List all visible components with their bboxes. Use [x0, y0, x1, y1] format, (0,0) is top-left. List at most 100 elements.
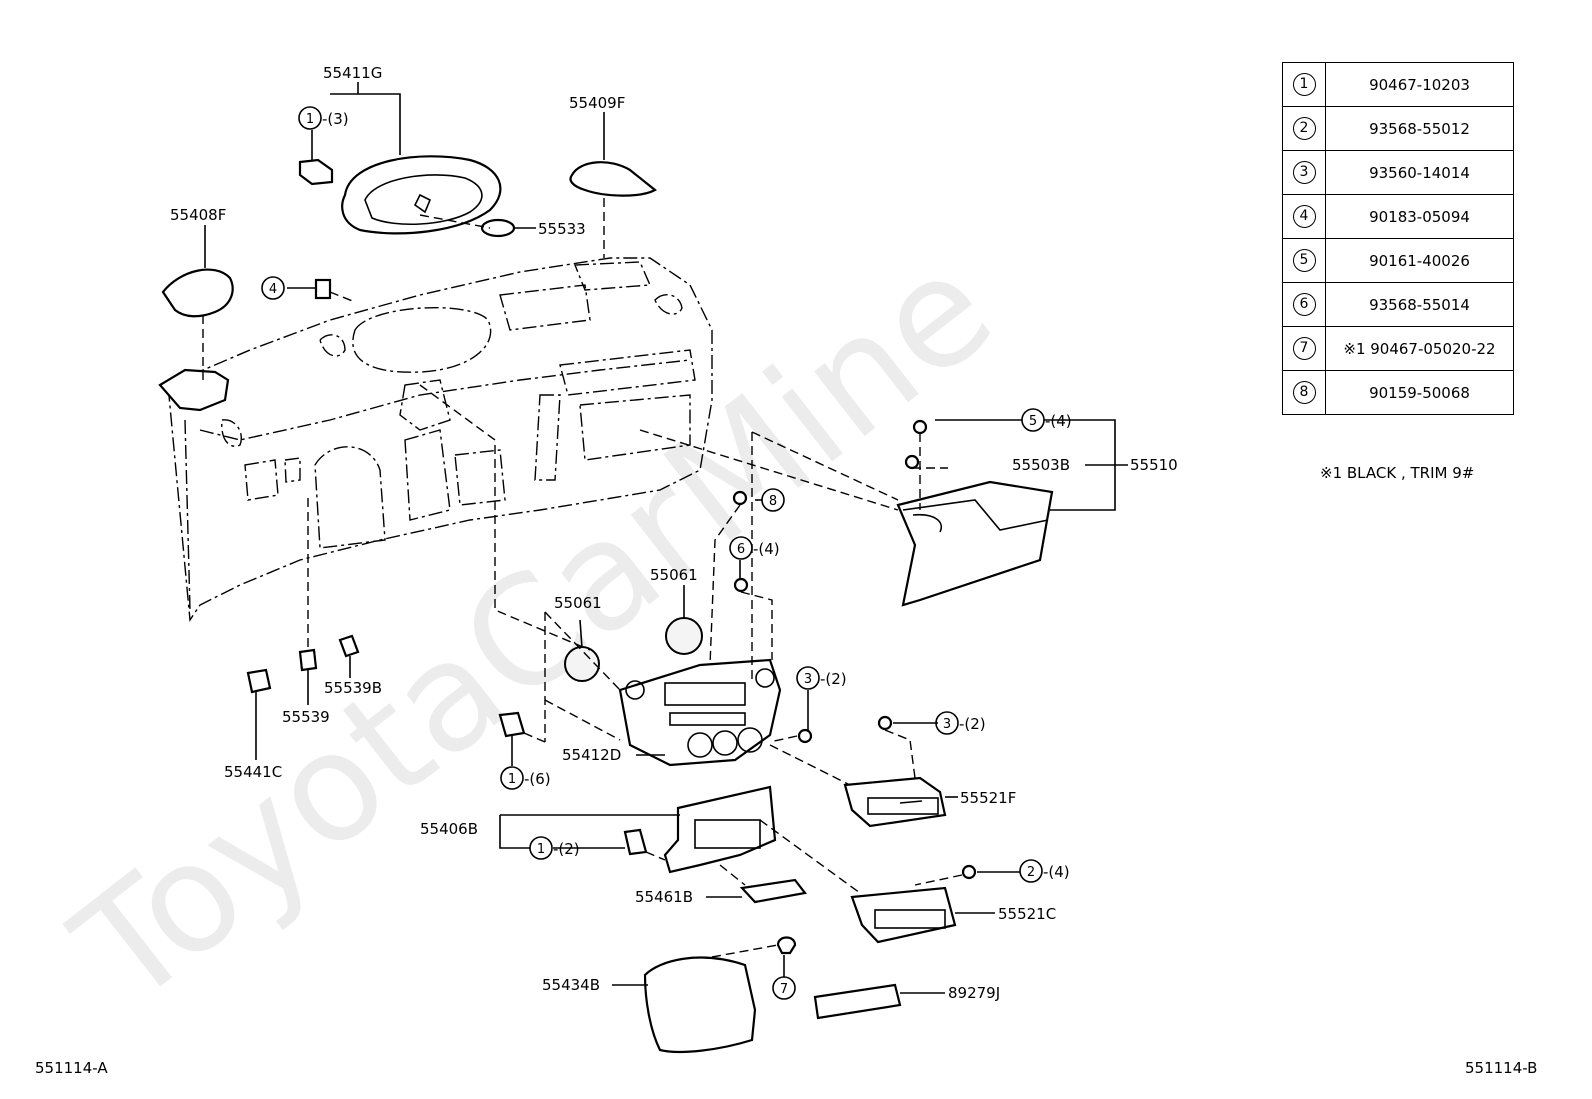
- leader-lines: [202, 82, 1128, 994]
- screw-3a-drawing: [797, 728, 813, 744]
- center-cluster-drawing: [618, 658, 782, 767]
- bezel-55406B-drawing: [623, 785, 777, 874]
- label-55533: 55533: [538, 220, 586, 238]
- legend-circle-number: 3: [1292, 161, 1316, 184]
- callout-1-3: 1 -(3): [298, 106, 349, 130]
- label-89279J: 89279J: [948, 984, 1000, 1002]
- svg-text:1: 1: [537, 842, 545, 857]
- label-55521C: 55521C: [998, 905, 1056, 923]
- label-55441C: 55441C: [224, 763, 282, 781]
- clip-7-drawing: [776, 936, 797, 955]
- part-89279J-drawing: [813, 983, 902, 1020]
- label-55412D: 55412D: [562, 746, 621, 764]
- legend-number-cell: 2: [1282, 106, 1326, 151]
- label-55503B: 55503B: [1012, 456, 1070, 474]
- box-55521F-drawing: [843, 776, 947, 828]
- callout-1-2: 1 -(2): [529, 836, 580, 860]
- svg-text:5: 5: [1029, 414, 1037, 429]
- legend-row: 4 90183-05094: [1282, 194, 1514, 239]
- part-55461B-drawing: [739, 878, 807, 904]
- callout-4: 4: [261, 276, 285, 300]
- legend-part-number: ※1 90467-05020-22: [1325, 326, 1514, 371]
- callout-3-2-lower: 3 -(2): [935, 711, 986, 735]
- switch-55539B-drawing: [338, 634, 360, 658]
- label-55061-lower: 55061: [554, 594, 602, 612]
- legend-circle-number: 2: [1292, 117, 1316, 140]
- vent-55061-b-drawing: [665, 617, 703, 655]
- svg-text:1: 1: [508, 772, 516, 787]
- meter-hood-drawing: [298, 155, 502, 235]
- legend-number-cell: 4: [1282, 194, 1326, 239]
- svg-text:6: 6: [737, 542, 745, 557]
- part-55434B-drawing: [643, 956, 757, 1054]
- screw-2-drawing: [961, 864, 977, 880]
- part-55533-drawing: [480, 218, 516, 238]
- legend-number-cell: 5: [1282, 238, 1326, 283]
- legend-circle-number: 8: [1292, 381, 1316, 404]
- instrument-panel-drawing: [158, 257, 713, 623]
- switch-55539-drawing: [298, 648, 318, 672]
- part-55408F-drawing: [161, 268, 234, 318]
- label-55539B: 55539B: [324, 679, 382, 697]
- svg-text:1: 1: [306, 112, 314, 127]
- legend-number-cell: 8: [1282, 370, 1326, 415]
- label-55409F: 55409F: [569, 94, 625, 112]
- part-55409F-drawing: [569, 161, 657, 197]
- legend-circle-number: 1: [1292, 73, 1316, 96]
- label-55521F: 55521F: [960, 789, 1016, 807]
- clip-4-drawing: [314, 278, 332, 300]
- legend-part-number: 90183-05094: [1325, 194, 1514, 239]
- callout-5-4: 5 -(4): [1021, 408, 1072, 432]
- svg-text:4: 4: [269, 282, 277, 297]
- callout-8: 8: [761, 488, 785, 512]
- label-55434B: 55434B: [542, 976, 600, 994]
- label-55411G: 55411G: [323, 64, 382, 82]
- legend-number-cell: 3: [1282, 150, 1326, 195]
- screw-3b-drawing: [877, 715, 893, 731]
- legend-part-number: 93560-14014: [1325, 150, 1514, 195]
- legend-row: 5 90161-40026: [1282, 238, 1514, 283]
- legend-number-cell: 6: [1282, 282, 1326, 327]
- screw-6-drawing: [733, 577, 749, 593]
- svg-text:-(2): -(2): [820, 670, 847, 688]
- legend-row: 3 93560-14014: [1282, 150, 1514, 195]
- svg-text:7: 7: [780, 982, 788, 997]
- box-55521C-drawing: [850, 886, 957, 944]
- legend-circle-number: 4: [1292, 205, 1316, 228]
- svg-text:-(4): -(4): [753, 540, 780, 558]
- legend-part-number: 93568-55014: [1325, 282, 1514, 327]
- vent-55061-a-drawing: [564, 646, 600, 682]
- svg-text:-(4): -(4): [1045, 412, 1072, 430]
- legend-part-number: 90159-50068: [1325, 370, 1514, 415]
- callout-2-4: 2 -(4): [1019, 859, 1070, 883]
- label-55408F: 55408F: [170, 206, 226, 224]
- legend-row: 7 ※1 90467-05020-22: [1282, 326, 1514, 371]
- svg-text:3: 3: [804, 672, 812, 687]
- legend-number-cell: 7: [1282, 326, 1326, 371]
- svg-text:2: 2: [1027, 865, 1035, 880]
- ref-right: 551114-B: [1465, 1059, 1537, 1077]
- callout-1-6: 1 -(6): [500, 766, 551, 790]
- legend-circle-number: 5: [1292, 249, 1316, 272]
- callout-3-2-upper: 3 -(2): [796, 666, 847, 690]
- glove-box-drawing: [896, 419, 1054, 607]
- svg-text:-(3): -(3): [322, 110, 349, 128]
- svg-text:-(2): -(2): [959, 715, 986, 733]
- legend-part-number: 90161-40026: [1325, 238, 1514, 283]
- svg-text:-(2): -(2): [553, 840, 580, 858]
- svg-text:8: 8: [769, 494, 777, 509]
- label-55510: 55510: [1130, 456, 1178, 474]
- svg-text:-(6): -(6): [524, 770, 551, 788]
- legend-row: 8 90159-50068: [1282, 370, 1514, 415]
- label-55406B: 55406B: [420, 820, 478, 838]
- callout-6-4: 6 -(4): [729, 536, 780, 560]
- label-55061-upper: 55061: [650, 566, 698, 584]
- label-55461B: 55461B: [635, 888, 693, 906]
- ref-left: 551114-A: [35, 1059, 108, 1077]
- legend-circle-number: 7: [1292, 337, 1316, 360]
